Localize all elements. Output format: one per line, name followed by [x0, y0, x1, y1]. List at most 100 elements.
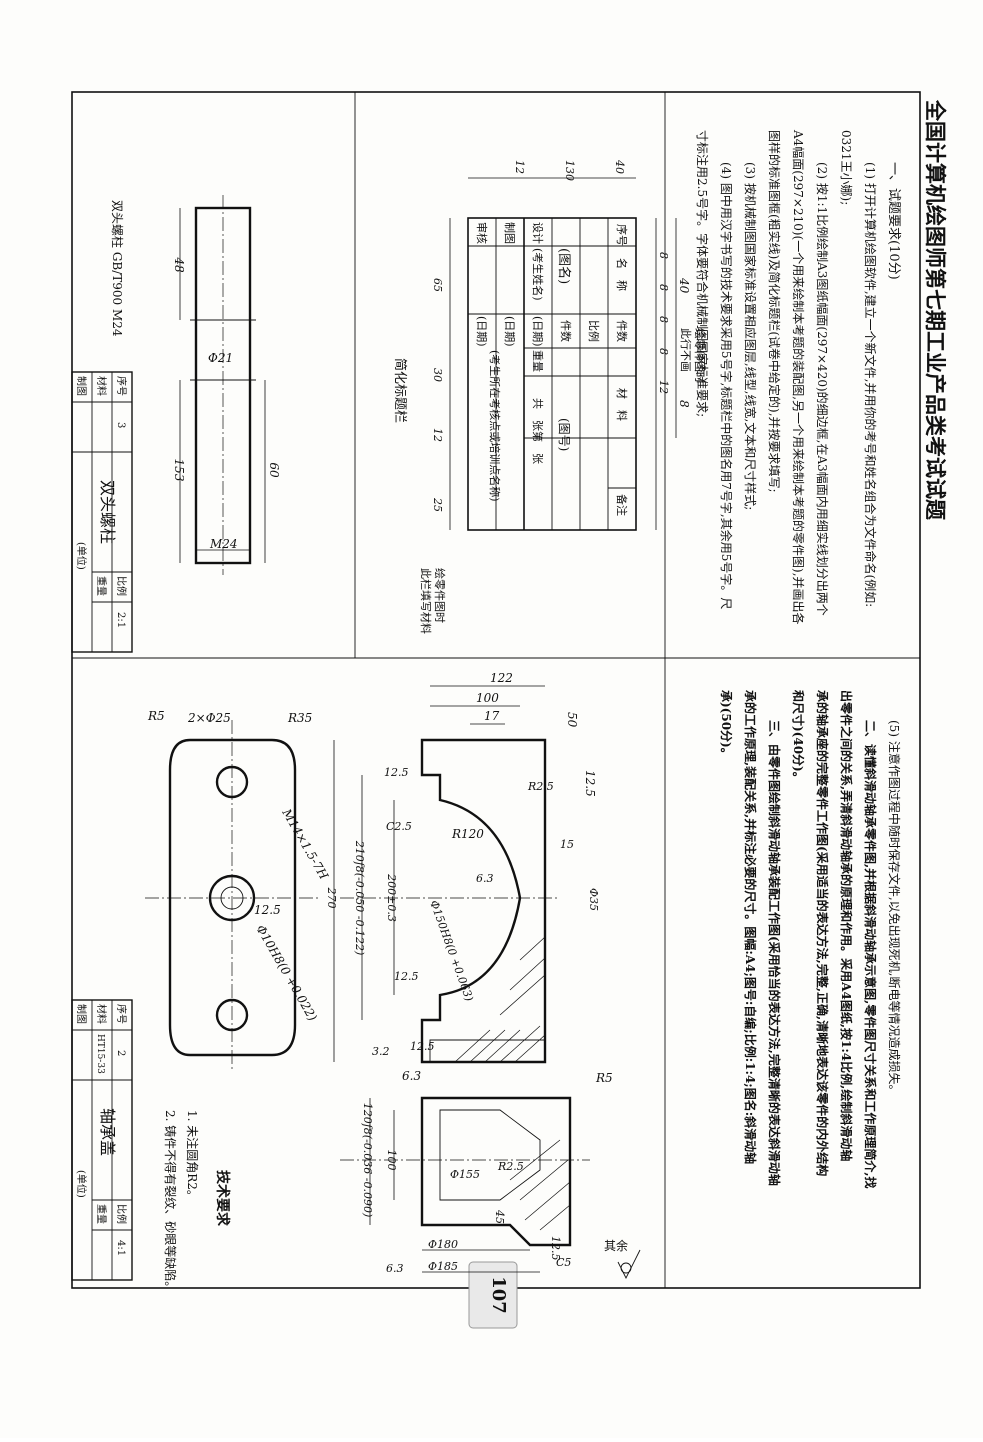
drawing-name-cell: (图名) — [556, 248, 572, 284]
dim-label: 45 — [493, 1209, 506, 1224]
cap-top-view: R5 2×Φ25 R35 M14×1.5-7H 12.5 Φ10H8(0 +0.… — [145, 709, 331, 1070]
title-block-caption: 简化标题栏 — [392, 358, 408, 423]
dim-label: Φ10H8(0 +0.022) — [253, 923, 319, 1024]
dim-label: 6.3 — [476, 872, 494, 885]
dim-label: 12 — [657, 380, 670, 394]
cell-label: (单位) — [75, 542, 88, 570]
dim-label: 40 — [613, 159, 626, 174]
top-view-outline — [168, 738, 297, 1057]
dim-label: 122 — [490, 671, 513, 685]
dim-label: M24 — [209, 537, 238, 551]
cap-side-view: 6.3 R2.5 R5 100 120f8(-0.036 -0.090) Φ15… — [340, 1069, 613, 1275]
cell-label: (考生姓名) — [531, 248, 545, 301]
roughness-rest-note: 其余 — [604, 1238, 641, 1280]
dim-label: 210f8(-0.050 -0.122) — [353, 840, 366, 956]
cell-label: (日期) — [531, 316, 544, 347]
instruction-line: (5) 注意作图过程中随时保存文件,以免出现死机,断电等情况造成损失。 — [887, 720, 902, 1096]
instruction-line: (1) 打开计算机绘图软件,建立一个新文件,并用你的考号和姓名组合为文件命名(例… — [863, 162, 878, 607]
dim-label: 15 — [560, 838, 574, 851]
cell-label: 序号 — [115, 376, 128, 396]
instruction-line: 承的轴承座的完整零件工作图(采用适当的表达方法,完整,正确,清晰地表达该零件的内… — [815, 690, 830, 1176]
instruction-line: 和尺寸)(40分)。 — [791, 689, 806, 784]
stud-title-block: 序号 3 材料 制图 双头螺柱 比例 2:1 重量 (单位) — [71, 371, 133, 653]
dim-label: 12.5 — [254, 903, 281, 917]
roughness-text: 其余 — [604, 1238, 628, 1253]
dim-label: 120f8(-0.036 -0.090) — [361, 1103, 374, 1218]
dim-label: R5 — [147, 709, 165, 723]
dim-label: 65 — [431, 278, 444, 292]
cell-label: 序号 — [615, 224, 629, 246]
dim-label: 40 — [677, 277, 691, 294]
instruction-line: 寸标注用2.5号字。字体要符合机械制图国家标准要求; — [695, 130, 710, 417]
tech-item: 2. 铸件不得有裂纹、砂眼等缺陷。 — [163, 1110, 178, 1293]
cap-title-block: 序号 2 材料 HT15-33 制图 轴承盖 比例 4:1 重量 (单位) — [71, 999, 133, 1281]
stud-drawing: 48 Φ21 153 60 M24 双头螺柱 GB/T900 M24 — [110, 195, 281, 575]
cell-value: 4:1 — [115, 1240, 126, 1256]
part-name: 双头螺柱 — [98, 480, 117, 544]
cell-label: 重量 — [95, 576, 108, 596]
dim-label: R5 — [595, 1071, 613, 1085]
cell-value: 2 — [115, 1050, 126, 1056]
cell-label: (考生所在考核点或培训点名称) — [488, 350, 502, 502]
cell-label: 重量 — [531, 350, 545, 372]
cell-label: 名 称 — [615, 258, 629, 291]
instruction-line: 出零件之间的关系,弄清斜滑动轴承的原理和作用。采用A4图纸,按1:4比例,绘制斜… — [839, 690, 854, 1161]
page-title: 全国计算机绘图师第七期工业产品类考试试题 — [923, 99, 948, 521]
note-text: 此行不画 — [679, 328, 692, 372]
part-name: 轴承盖 — [98, 1108, 117, 1156]
instruction-line: (2) 按1:1比例绘制A3图纸幅面(297×420)的细边框,在A3幅面内用细… — [815, 162, 830, 616]
cell-label: 比例 — [115, 1204, 128, 1224]
dim-label: 8 — [657, 348, 670, 355]
instruction-line: 承)(50分)。 — [719, 690, 734, 760]
cell-value: HT15-33 — [95, 1034, 105, 1074]
dim-label: 100 — [476, 691, 499, 705]
dim-label: 6.3 — [402, 1069, 421, 1083]
cell-label: 材 料 — [615, 388, 629, 421]
cell-value: 3 — [115, 422, 126, 428]
section1-heading: 一、试题要求(10分) — [886, 162, 901, 280]
dim-label: R2.5 — [527, 780, 554, 793]
cell-label: 制图 — [75, 1004, 88, 1024]
cell-label: 共 张第 张 — [531, 398, 545, 464]
dim-label: 2×Φ25 — [187, 711, 231, 725]
drawing-no-cell: (图号) — [557, 418, 571, 451]
title-block-sample: 序号 名 称 件数 材 料 备注 (图名) 比例 件数 (图号) 设计 (考生姓… — [392, 159, 707, 634]
cell-label: 重量 — [95, 1204, 108, 1224]
cell-label: 比例 — [115, 576, 128, 596]
tech-title: 技术要求 — [214, 1170, 231, 1227]
cell-label: (单位) — [75, 1170, 88, 1198]
dim-label: M14×1.5-7H — [279, 806, 331, 883]
dim-label: R35 — [287, 711, 312, 725]
dim-label: 17 — [484, 709, 500, 723]
dim-label: 50 — [565, 712, 579, 728]
cap-front-view: 122 100 17 50 12.5 R2.5 R120 6.3 15 Φ35 … — [325, 671, 600, 1064]
dim-label: Φ155 — [450, 1168, 480, 1181]
cell-label: 件数 — [559, 320, 572, 342]
dim-label: 100 — [385, 1150, 398, 1171]
dim-label: 25 — [431, 497, 444, 512]
dim-label: R2.5 — [497, 1160, 524, 1173]
dim-label: 8 — [657, 252, 670, 259]
dim-label: 8 — [677, 400, 691, 408]
cell-label: 备注 — [615, 494, 629, 516]
dim-label: 48 — [172, 256, 186, 273]
dim-label: 6.3 — [386, 1262, 404, 1275]
instruction-line: 承的工作原理,装配关系,并标注必要的尺寸。图幅:A4;图号:自编;比例:1:4;… — [743, 690, 758, 1164]
dim-label: 270 — [325, 887, 338, 909]
dim-label: Φ180 — [428, 1238, 458, 1251]
side-view-outline — [420, 1096, 572, 1247]
section-hatching — [454, 936, 546, 1063]
dim-label: 8 — [657, 316, 670, 323]
cell-label: 审核 — [475, 222, 489, 244]
cell-label: 序号 — [115, 1004, 128, 1024]
dim-label: 12 — [431, 428, 444, 442]
dim-label: 12 — [513, 160, 526, 174]
dim-label: Φ150H8(0 +0.063) — [427, 899, 476, 1003]
cell-label: 件数 — [615, 320, 628, 342]
dim-label: 12.5 — [394, 970, 419, 983]
page-number-badge — [468, 1261, 518, 1329]
instructions-block: 全国计算机绘图师第七期工业产品类考试试题 一、试题要求(10分) (1) 打开计… — [695, 99, 948, 1189]
dim-label: 130 — [563, 160, 576, 181]
